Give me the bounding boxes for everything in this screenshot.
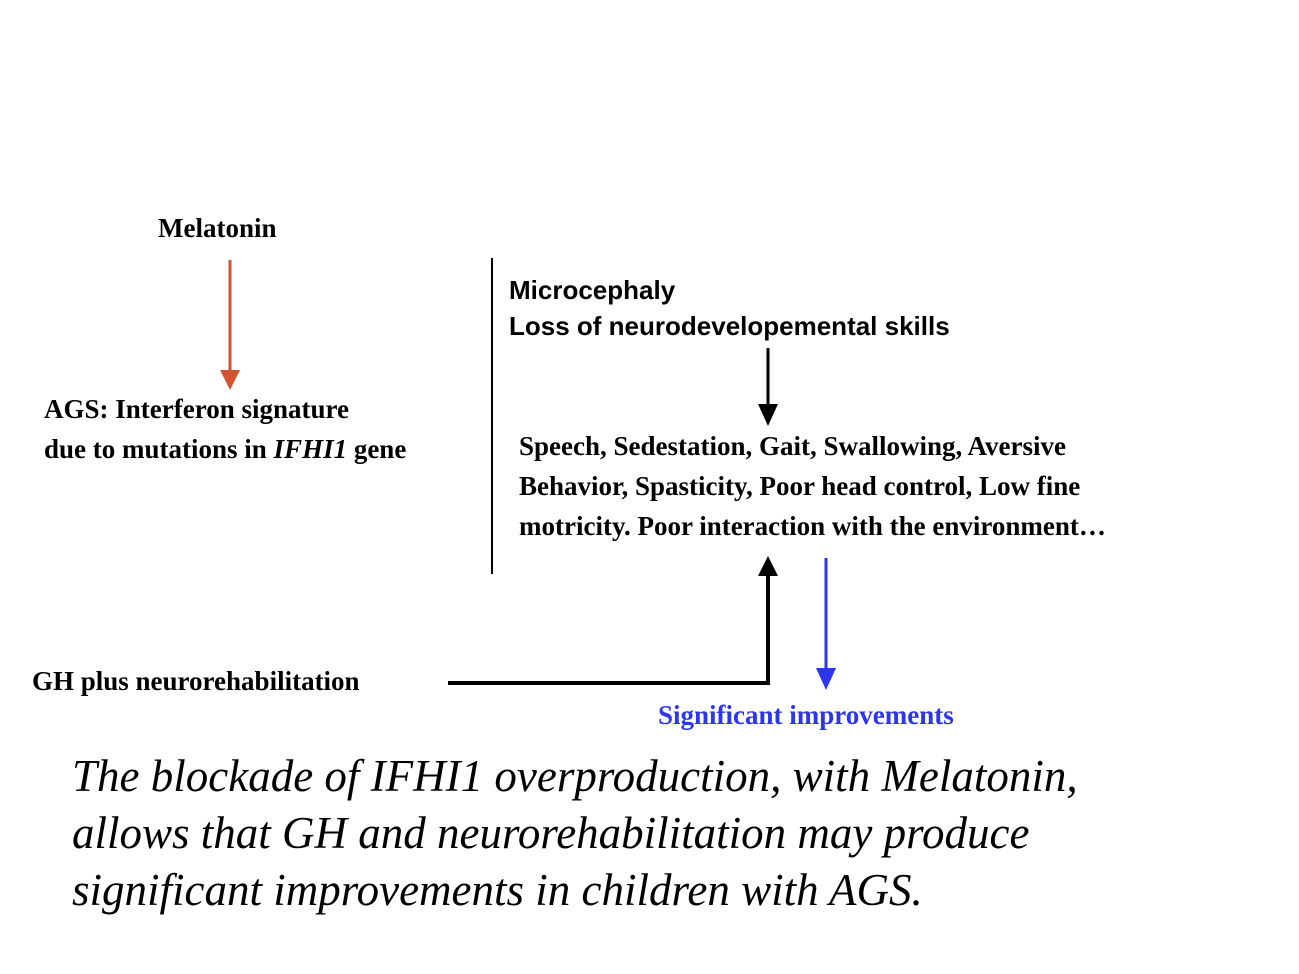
- symptoms-node: Speech, Sedestation, Gait, Swallowing, A…: [519, 426, 1106, 546]
- symptoms-line-1: Speech, Sedestation, Gait, Swallowing, A…: [519, 431, 1067, 461]
- conclusion-line-1: The blockade of IFHI1 overproduction, wi…: [72, 751, 1078, 801]
- gh-to-symptoms-arrow: [448, 556, 778, 685]
- melatonin-label: Melatonin: [158, 213, 277, 243]
- ags-line-2-post: gene: [347, 434, 407, 464]
- conclusion-text: The blockade of IFHI1 overproduction, wi…: [72, 748, 1272, 919]
- ags-line-2-pre: due to mutations in: [44, 434, 274, 464]
- symptoms-to-improvements-arrow: [816, 558, 836, 690]
- gh-neurorehabilitation-label: GH plus neurorehabilitation: [32, 666, 360, 696]
- ags-node: AGS: Interferon signature due to mutatio…: [44, 389, 406, 469]
- conclusion-line-2: allows that GH and neurorehabilitation m…: [72, 808, 1030, 858]
- ags-line-1: AGS: Interferon signature: [44, 394, 349, 424]
- symptoms-line-2: Behavior, Spasticity, Poor head control,…: [519, 471, 1081, 501]
- microcephaly-node: Microcephaly Loss of neurodevelopemental…: [509, 272, 950, 344]
- microcephaly-to-symptoms-arrow: [758, 348, 778, 426]
- melatonin-to-ags-arrow: [220, 260, 240, 390]
- conclusion-line-3: significant improvements in children wit…: [72, 865, 923, 915]
- microcephaly-line-1: Microcephaly: [509, 275, 676, 305]
- microcephaly-line-2: Loss of neurodevelopemental skills: [509, 311, 950, 341]
- significant-improvements-label: Significant improvements: [658, 700, 954, 730]
- ags-line-2: due to mutations in IFHI1 gene: [44, 429, 406, 469]
- ags-gene-name: IFHI1: [273, 434, 348, 464]
- symptoms-line-3: motricity. Poor interaction with the env…: [519, 511, 1106, 541]
